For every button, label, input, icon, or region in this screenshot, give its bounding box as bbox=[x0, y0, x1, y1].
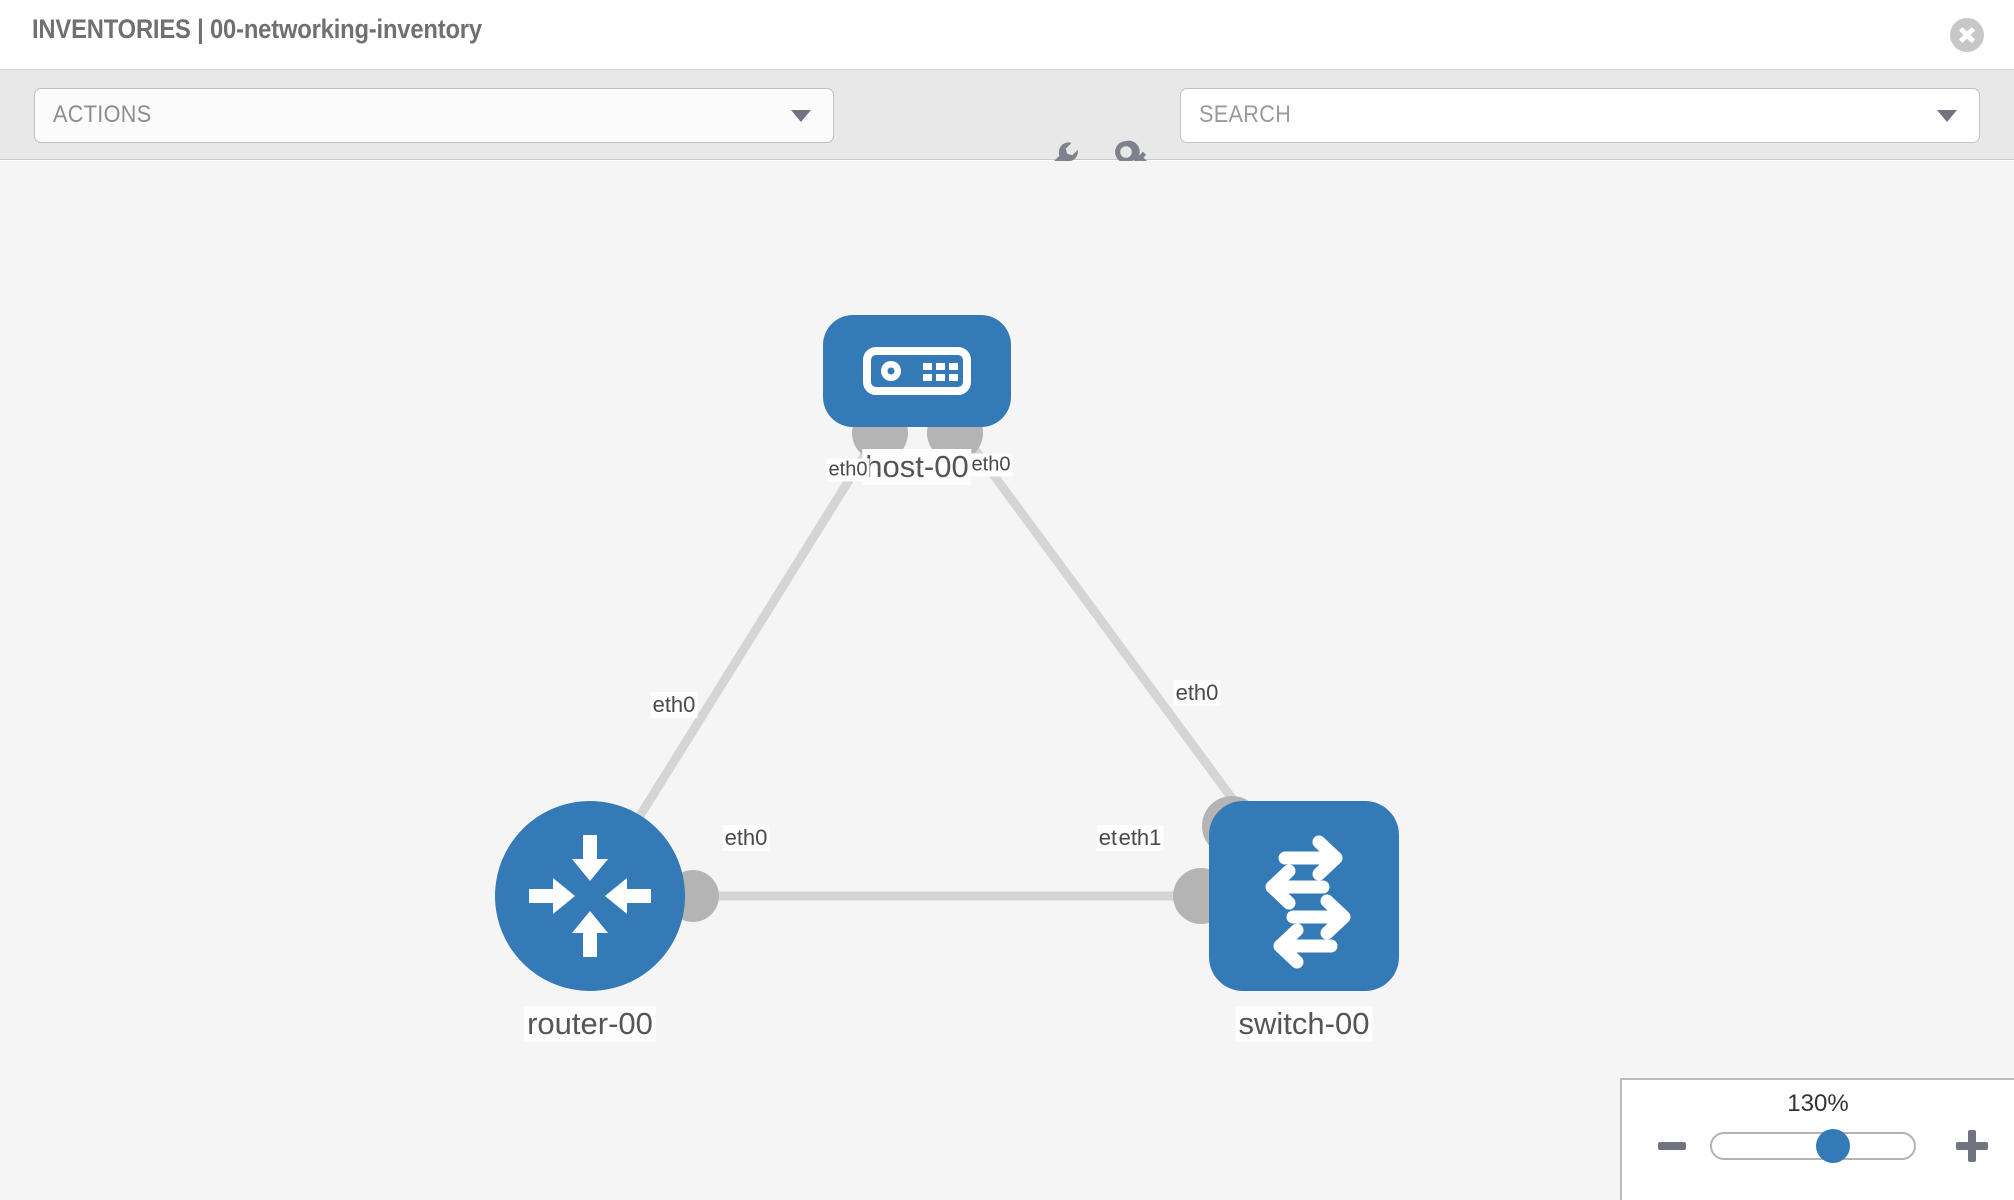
search-input[interactable]: SEARCH bbox=[1180, 88, 1980, 143]
chevron-down-icon bbox=[791, 110, 811, 122]
zoom-control-panel: 130% bbox=[1620, 1078, 2014, 1200]
node-host-00[interactable] bbox=[823, 315, 1011, 427]
page-header: INVENTORIES | 00-networking-inventory bbox=[0, 0, 2014, 70]
zoom-slider-thumb[interactable] bbox=[1816, 1129, 1851, 1163]
server-icon bbox=[863, 347, 971, 395]
node-router-00[interactable] bbox=[495, 801, 685, 991]
topology-connectors bbox=[667, 405, 1262, 924]
actions-dropdown-label: ACTIONS bbox=[53, 101, 152, 128]
chevron-down-icon bbox=[1937, 110, 1957, 122]
topology-canvas[interactable]: host-00 router-00 bbox=[0, 161, 2014, 1200]
router-arrows-icon bbox=[529, 835, 651, 957]
zoom-slider-track[interactable] bbox=[1710, 1129, 1916, 1163]
zoom-in-button[interactable] bbox=[1956, 1130, 1988, 1162]
page-title: INVENTORIES | 00-networking-inventory bbox=[32, 14, 482, 44]
switch-arrows-icon bbox=[1265, 835, 1351, 969]
search-placeholder: SEARCH bbox=[1199, 101, 1292, 128]
close-icon[interactable] bbox=[1950, 18, 1984, 52]
zoom-level-value: 130% bbox=[1787, 1090, 1849, 1117]
key-icon[interactable] bbox=[1108, 136, 1152, 180]
toolbar: ACTIONS SEARCH bbox=[0, 70, 2014, 175]
node-switch-00[interactable] bbox=[1209, 801, 1399, 991]
actions-dropdown[interactable]: ACTIONS bbox=[34, 88, 834, 143]
zoom-out-button[interactable] bbox=[1658, 1142, 1686, 1150]
